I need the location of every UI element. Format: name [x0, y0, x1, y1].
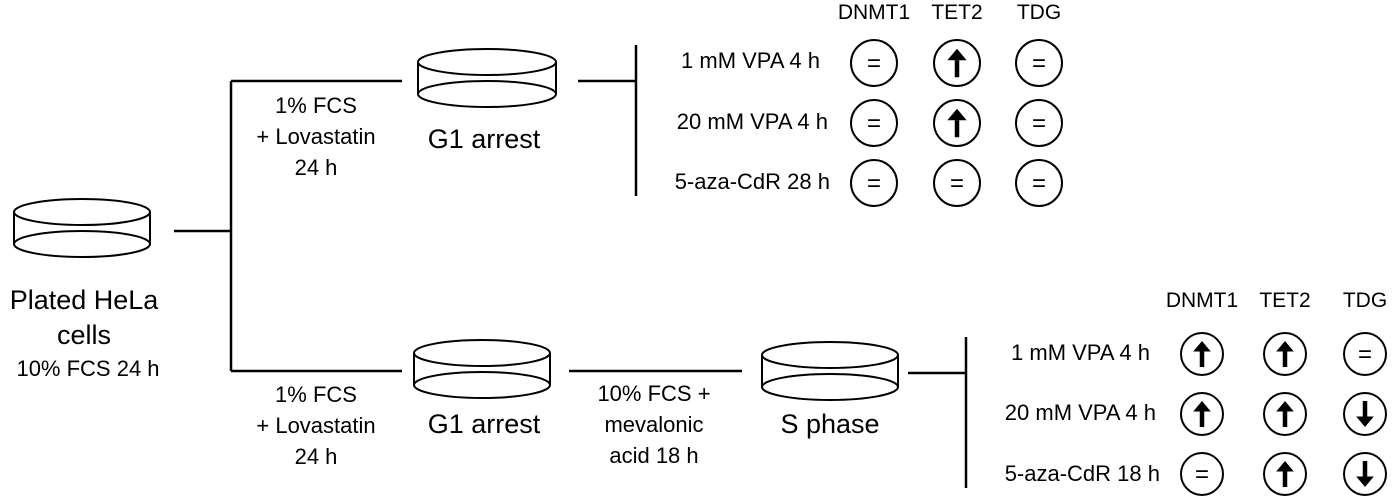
bottom-treatment-line1: 1% FCS — [275, 382, 357, 407]
bottom-treatment-line3: 24 h — [294, 444, 338, 469]
equal-icon: = — [1015, 39, 1063, 87]
plated-title-line1: Plated HeLa — [9, 285, 159, 315]
arrow-down-icon — [1343, 392, 1387, 436]
bottom-stage1-label: G1 arrest — [427, 409, 541, 439]
arrow-up-icon — [1263, 452, 1307, 496]
top-row-label: 1 mM VPA 4 h — [681, 48, 820, 73]
equal-icon: = — [1180, 452, 1224, 496]
arrow-up-icon — [1263, 392, 1307, 436]
bottom-row-label: 20 mM VPA 4 h — [1004, 400, 1156, 425]
svg-text:=: = — [1032, 110, 1046, 137]
equal-icon: = — [1015, 99, 1063, 147]
equal-icon: = — [933, 159, 981, 207]
arrow-up-icon — [1180, 332, 1224, 376]
equal-icon: = — [1015, 159, 1063, 207]
top-row-label: 20 mM VPA 4 h — [676, 109, 828, 134]
svg-text:=: = — [1032, 170, 1046, 197]
svg-text:=: = — [867, 170, 881, 197]
bottom-treatment-line2: + Lovastatin — [256, 413, 376, 438]
release-line1: 10% FCS + — [597, 381, 711, 406]
top-header-tet2: TET2 — [931, 1, 983, 24]
top-row-label: 5-aza-CdR 28 h — [674, 169, 830, 194]
dish-plated — [13, 198, 151, 258]
svg-text:=: = — [1358, 341, 1372, 368]
svg-text:=: = — [867, 110, 881, 137]
svg-text:=: = — [867, 50, 881, 77]
bottom-header-tdg: TDG — [1342, 289, 1388, 312]
arrow-down-icon — [1343, 452, 1387, 496]
result-symbols: = = = = = = = = = — [850, 39, 1387, 496]
bottom-header-tet2: TET2 — [1259, 289, 1311, 312]
bottom-row-label: 5-aza-CdR 18 h — [1004, 461, 1160, 486]
arrow-up-icon — [1180, 392, 1224, 436]
bottom-row-label: 1 mM VPA 4 h — [1011, 340, 1150, 365]
top-stage-label: G1 arrest — [427, 124, 541, 154]
top-header-dnmt1: DNMT1 — [837, 1, 911, 24]
arrow-up-icon — [933, 39, 981, 87]
bottom-stage2-label: S phase — [780, 409, 880, 439]
svg-text:=: = — [950, 170, 964, 197]
top-treatment-line2: + Lovastatin — [256, 124, 376, 149]
svg-text:=: = — [1195, 461, 1209, 488]
equal-icon: = — [850, 159, 898, 207]
top-treatment-line1: 1% FCS — [275, 93, 357, 118]
top-treatment-line3: 24 h — [294, 155, 338, 180]
equal-icon: = — [850, 99, 898, 147]
dish-g1-top — [417, 48, 557, 108]
plated-title-line2: cells — [56, 320, 112, 350]
equal-icon: = — [850, 39, 898, 87]
equal-icon: = — [1343, 332, 1387, 376]
top-header-tdg: TDG — [1016, 1, 1062, 24]
bottom-header-dnmt1: DNMT1 — [1165, 289, 1239, 312]
arrow-up-icon — [1263, 332, 1307, 376]
dish-s-phase — [761, 341, 899, 401]
svg-text:=: = — [1032, 50, 1046, 77]
plated-condition: 10% FCS 24 h — [16, 356, 160, 381]
dish-g1-bottom — [413, 339, 551, 399]
release-line2: mevalonic — [604, 412, 704, 437]
arrow-up-icon — [933, 99, 981, 147]
release-line3: acid 18 h — [609, 443, 699, 468]
